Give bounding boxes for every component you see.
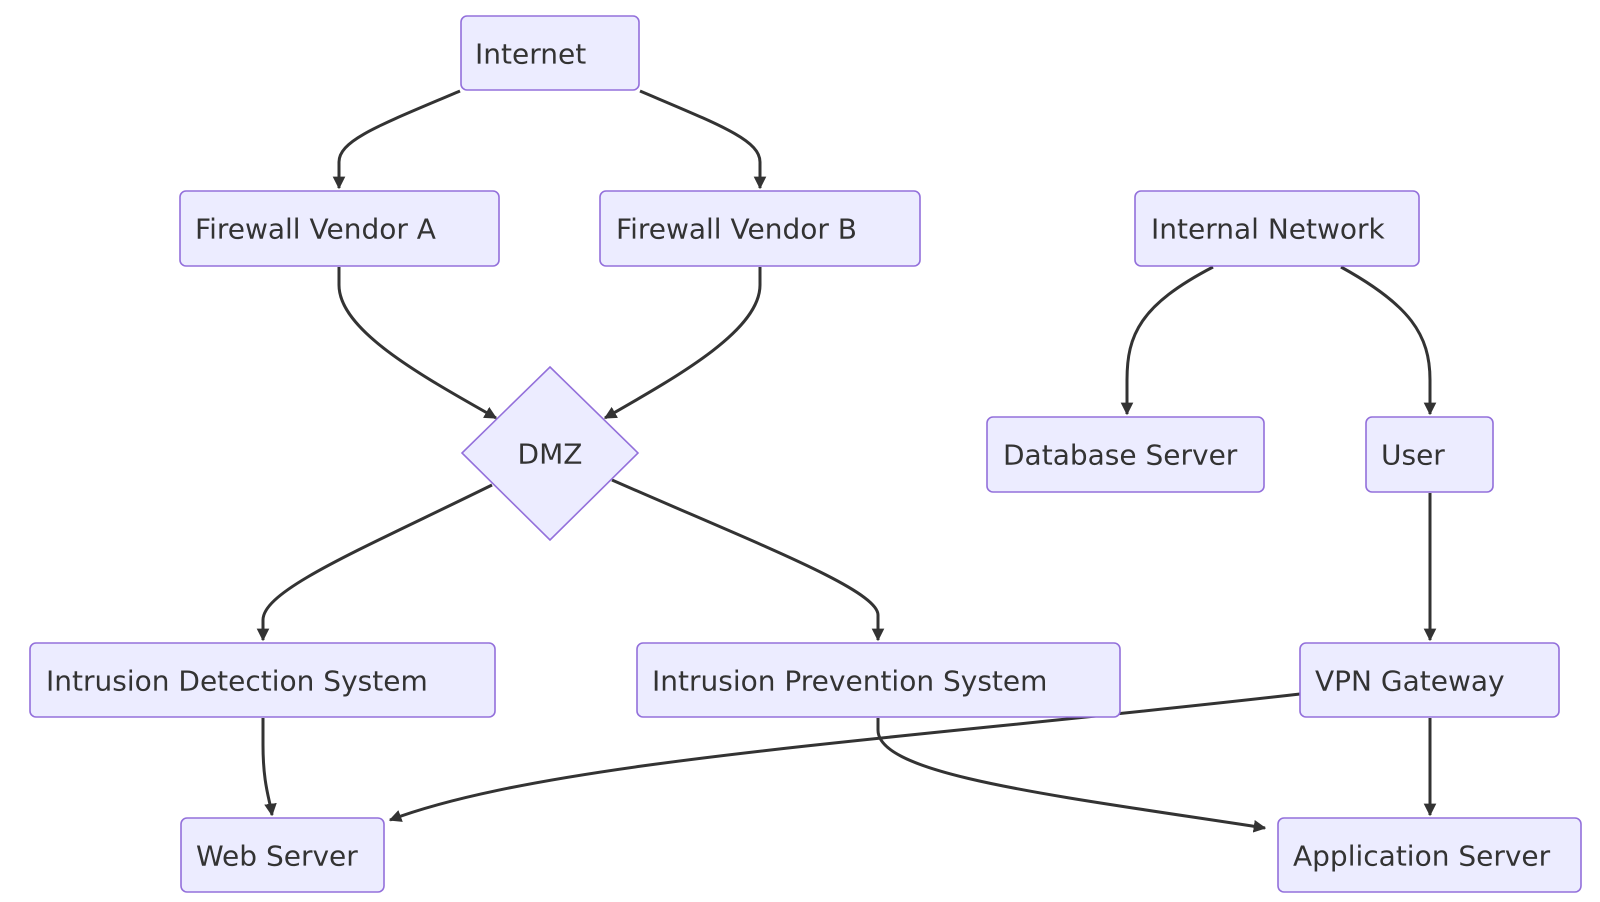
edge-internet-to-firewall-b bbox=[639, 89, 767, 190]
node-intrusion-detection-system-label: Intrusion Detection System bbox=[46, 665, 428, 698]
node-internet-box bbox=[460, 15, 640, 91]
node-internet-label: Internet bbox=[475, 38, 586, 71]
edge-firewall-a-to-dmz bbox=[337, 267, 498, 420]
edges bbox=[256, 89, 1437, 833]
node-vpn-gateway: VPN Gateway bbox=[1299, 642, 1560, 718]
node-internet: Internet bbox=[460, 15, 640, 91]
node-intrusion-detection-system-box bbox=[29, 642, 496, 718]
node-vpn-gateway-label: VPN Gateway bbox=[1315, 665, 1505, 698]
node-vpn-gateway-box bbox=[1299, 642, 1560, 718]
edge-dmz-to-ids bbox=[256, 483, 493, 642]
edge-internal-to-database bbox=[1120, 265, 1214, 416]
node-intrusion-prevention-system: Intrusion Prevention System bbox=[636, 642, 1121, 718]
edge-firewall-b-to-dmz bbox=[603, 267, 762, 420]
node-internal-network: Internal Network bbox=[1134, 190, 1420, 267]
node-web-server: Web Server bbox=[180, 817, 385, 893]
node-intrusion-detection-system: Intrusion Detection System bbox=[29, 642, 496, 718]
node-firewall-vendor-b-box bbox=[599, 190, 921, 267]
node-database-server-label: Database Server bbox=[1003, 439, 1238, 472]
node-user-label: User bbox=[1381, 439, 1445, 472]
edge-vpn-to-web-server bbox=[388, 692, 1301, 822]
node-database-server-box bbox=[986, 416, 1265, 493]
node-firewall-vendor-b: Firewall Vendor B bbox=[599, 190, 921, 267]
node-application-server-label: Application Server bbox=[1293, 840, 1551, 873]
node-web-server-label: Web Server bbox=[196, 840, 358, 873]
node-dmz-label: DMZ bbox=[518, 438, 583, 471]
node-firewall-vendor-a: Firewall Vendor A bbox=[179, 190, 500, 267]
node-intrusion-prevention-system-label: Intrusion Prevention System bbox=[652, 665, 1047, 698]
node-dmz-diamond bbox=[460, 365, 640, 542]
node-firewall-vendor-a-label: Firewall Vendor A bbox=[195, 213, 436, 246]
edge-ips-to-application-server bbox=[876, 718, 1267, 833]
node-web-server-box bbox=[180, 817, 385, 893]
node-internal-network-box bbox=[1134, 190, 1420, 267]
node-application-server: Application Server bbox=[1277, 817, 1582, 893]
node-database-server: Database Server bbox=[986, 416, 1265, 493]
node-user: User bbox=[1365, 416, 1494, 493]
node-dmz: DMZ bbox=[460, 365, 640, 542]
node-firewall-vendor-a-box bbox=[179, 190, 500, 267]
edge-internet-to-firewall-a bbox=[332, 89, 461, 190]
edge-internal-to-user bbox=[1340, 265, 1437, 416]
edge-dmz-to-ips bbox=[611, 478, 885, 642]
node-intrusion-prevention-system-box bbox=[636, 642, 1121, 718]
node-firewall-vendor-b-label: Firewall Vendor B bbox=[616, 213, 857, 246]
edge-ids-to-web-server bbox=[261, 718, 277, 817]
node-user-box bbox=[1365, 416, 1494, 493]
node-application-server-box bbox=[1277, 817, 1582, 893]
node-internal-network-label: Internal Network bbox=[1151, 213, 1386, 246]
